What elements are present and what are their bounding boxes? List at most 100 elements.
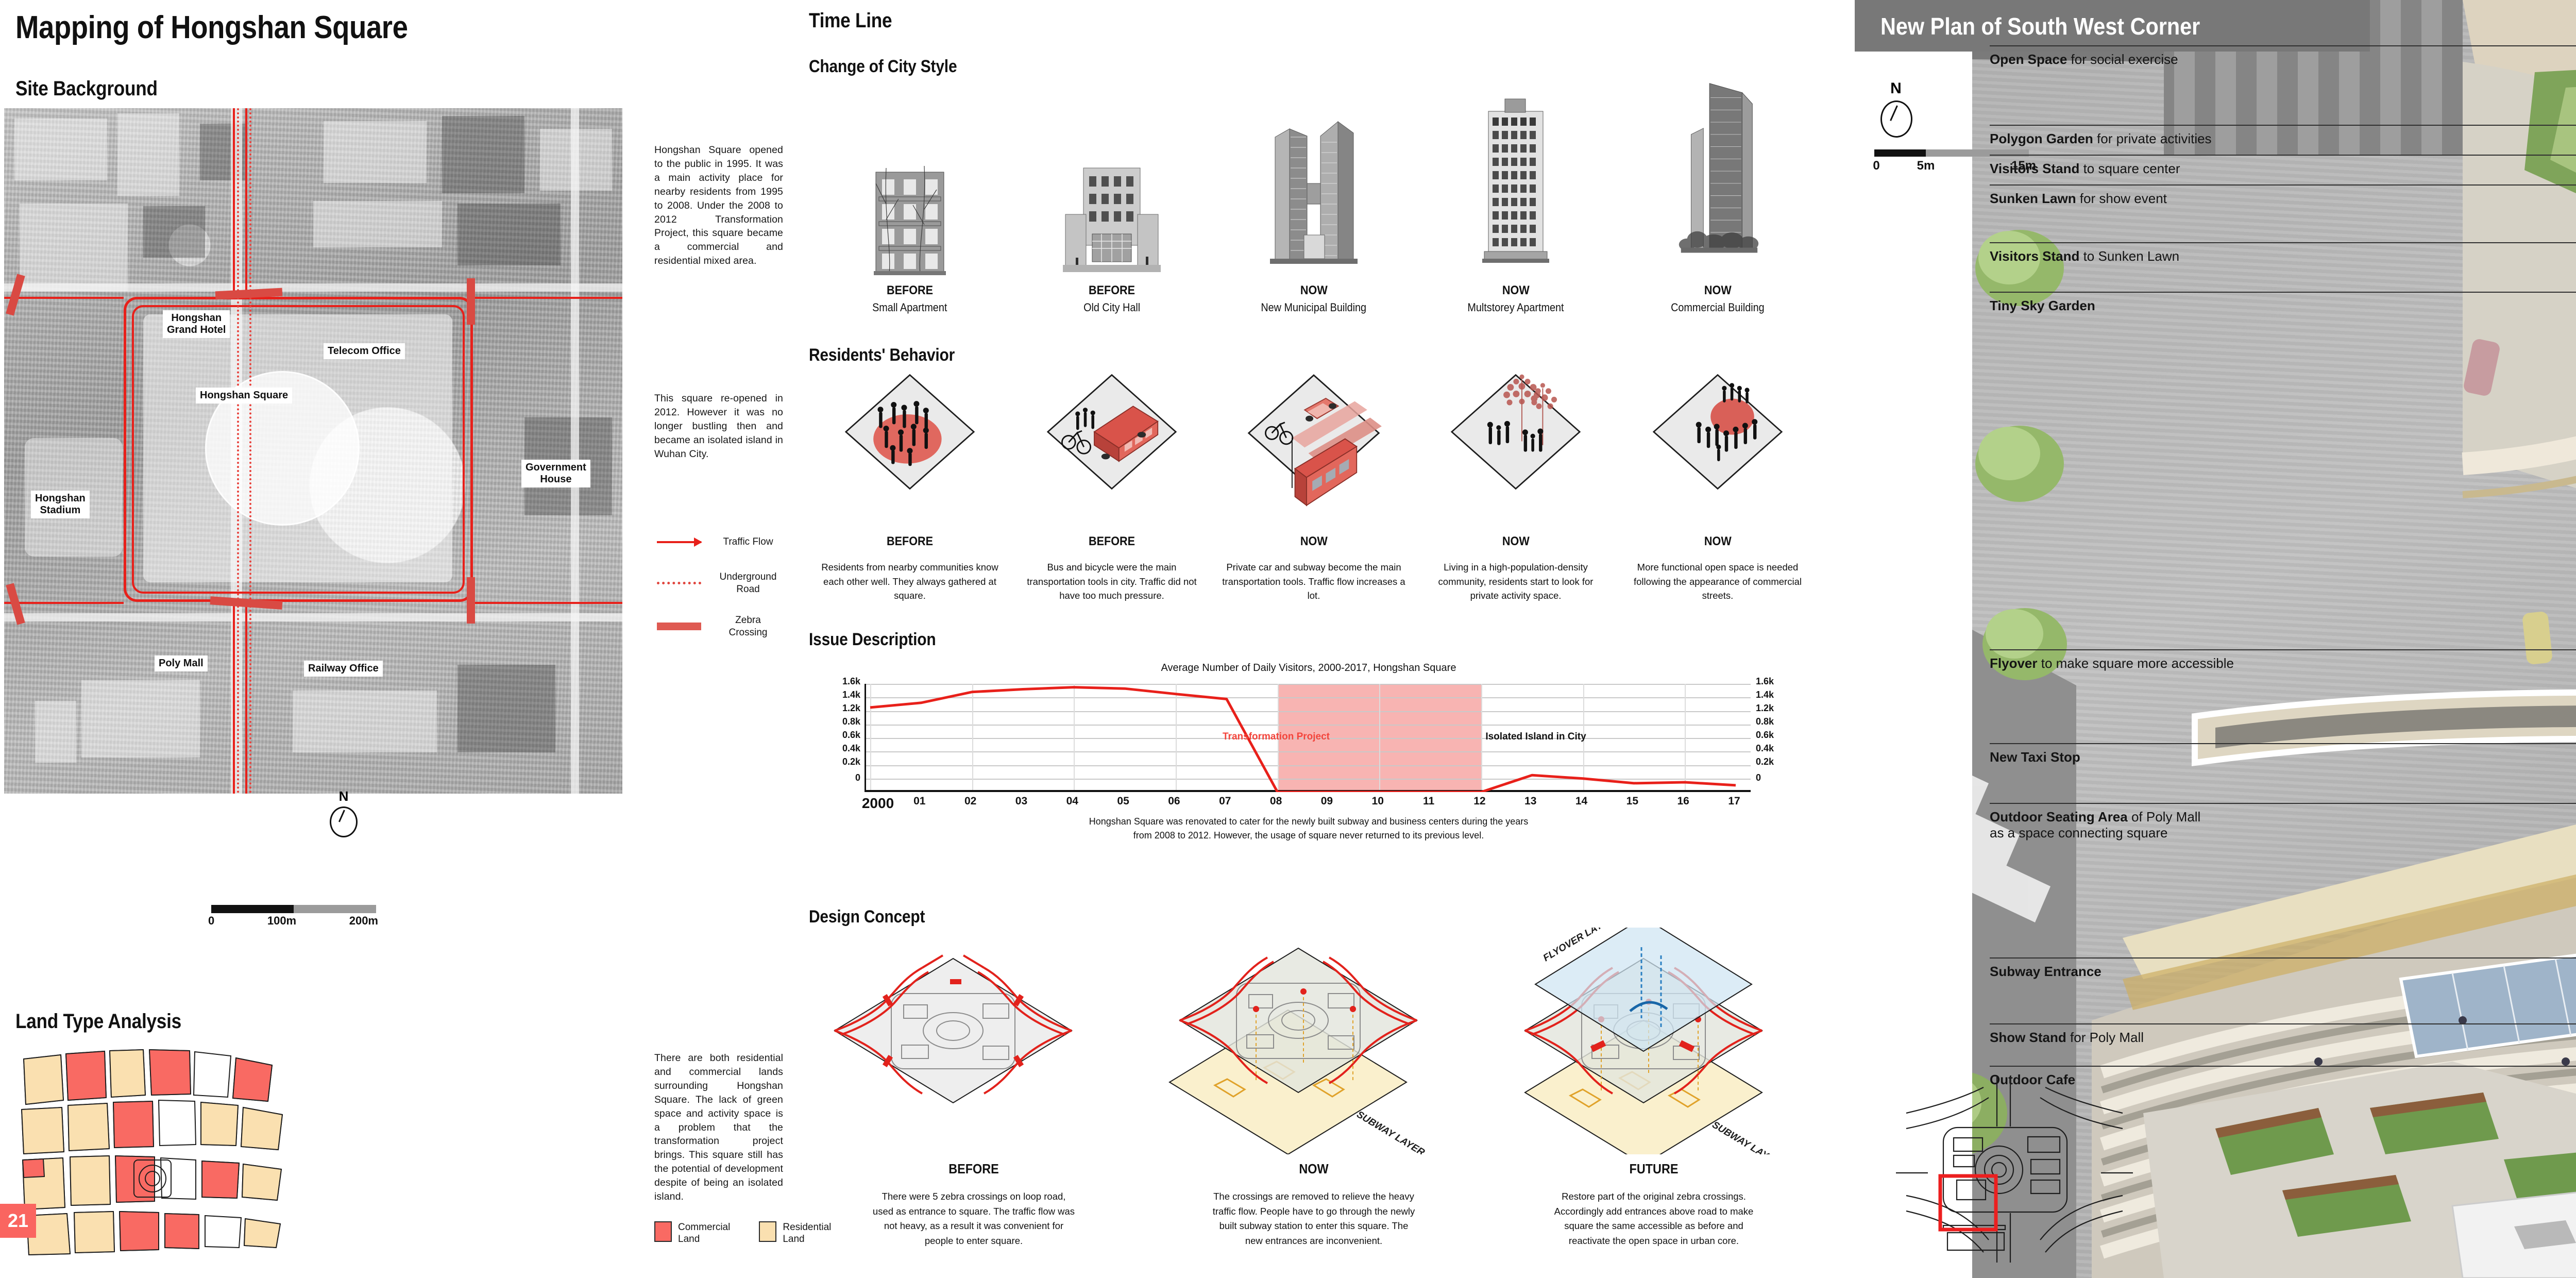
land-type-label-residential: Residential Land [783, 1222, 832, 1245]
land-type-legend-commercial: Commercial Land [654, 1221, 730, 1245]
chart-x-tick: 13 [1524, 795, 1537, 807]
annotation-callout: New Taxi Stop [1990, 743, 2576, 765]
chart-vgridline [1379, 684, 1381, 790]
annotation-label-bold: Outdoor Cafe [1990, 1072, 2076, 1087]
chart-x-tick: 06 [1168, 795, 1180, 807]
chart-x-tick: 05 [1117, 795, 1129, 807]
chart-gridline [866, 711, 1751, 712]
annotation-leader-line [1990, 1023, 2576, 1024]
annotation-label: Subway Entrance [1990, 964, 2102, 980]
chart-vgridline [870, 684, 871, 790]
annotation-leader-line [1990, 242, 2576, 243]
building-photo-new-municipal [1270, 121, 1358, 264]
chart-footnote: Hongshan Square was renovated to cater f… [1089, 816, 1529, 840]
annotation-label-bold: Sunken Lawn [1990, 191, 2076, 206]
city-style-period: BEFORE [1088, 283, 1135, 297]
y-tick: 0.8k [1756, 716, 1774, 727]
design-concept-row: BEFORE There were 5 zebra crossings on l… [809, 913, 1819, 1268]
chart-x-tick: 08 [1269, 795, 1282, 807]
scale-tick-200m: 200m [349, 914, 378, 927]
scale-tick-100m: 100m [267, 914, 297, 927]
transformation-project-band [1277, 684, 1481, 790]
annotation-label: Tiny Sky Garden [1990, 298, 2095, 314]
annotation-label: Sunken Lawn for show event [1990, 191, 2167, 206]
behavior-diagram-bus-bicycle [1046, 374, 1177, 490]
annotation-leader-line [1990, 155, 2576, 156]
chart-x-tick: 03 [1015, 795, 1028, 807]
chart-vgridline [1685, 684, 1686, 790]
y-tick: 0 [1756, 772, 1761, 783]
section-title-site-background: Site Background [15, 77, 158, 100]
underground-road-line-2 [249, 108, 251, 794]
annotation-leader-line [1990, 957, 2576, 959]
zebra-crossing-e2 [467, 577, 475, 624]
city-style-period: BEFORE [886, 283, 933, 297]
concept-period: NOW [1299, 1161, 1329, 1176]
chart-x-tick: 12 [1473, 795, 1486, 807]
annotation-label: Polygon Garden for private activities [1990, 131, 2212, 146]
annotation-label: Show Stand for Poly Mall [1990, 1030, 2144, 1045]
building-photo-commercial [1679, 83, 1759, 253]
chart-vgridline [1481, 684, 1482, 790]
layer-label-subway: SUBWAY LAYER [1710, 1119, 1782, 1154]
zebra-crossing-e [467, 278, 475, 325]
chart-x-tick: 01 [913, 795, 926, 807]
y-tick: 0.2k [842, 756, 860, 767]
legend-zebra-crossing: Zebra Crossing [654, 614, 783, 639]
legend-label-traffic-flow: Traffic Flow [723, 536, 773, 547]
traffic-flow-north [233, 108, 235, 297]
behavior-text: Bus and bicycle were the main transporta… [1027, 561, 1197, 601]
chart-x-tick: 02 [964, 795, 977, 807]
annotation-label-bold: Open Space [1990, 52, 2067, 67]
behavior-item: BEFORE Residents from nearby communities… [809, 361, 1011, 603]
behavior-period: BEFORE [1088, 534, 1135, 548]
city-style-item: BEFORE Old City Hall [1011, 77, 1213, 314]
scale-tick-0: 0 [208, 914, 215, 927]
north-letter-right: N [1890, 80, 1902, 97]
chart-x-tick: 15 [1626, 795, 1639, 807]
site-background-paragraph-1: Hongshan Square opened to the public in … [654, 144, 783, 267]
land-type-legend: Commercial Land Residential Land [654, 1221, 831, 1245]
subsection-title-behavior: Residents' Behavior [809, 345, 955, 365]
annotation-callout: Flyover to make square more accessible [1990, 649, 2576, 671]
title-banner [1855, 0, 2370, 52]
design-concept-item: BEFORE There were 5 zebra crossings on l… [809, 928, 1139, 1249]
annotation-leader-line [1990, 184, 2576, 186]
chart-x-tick: 04 [1066, 795, 1078, 807]
scale-bar-right: 0 5m 15m [1873, 149, 2036, 174]
zebra-crossing-icon [654, 623, 704, 631]
y-tick: 1.4k [842, 690, 860, 700]
legend-label-zebra-crossing: Zebra Crossing [728, 615, 768, 638]
land-type-paragraph: There are both residential and commercia… [654, 1052, 783, 1203]
chart-x-tick: 17 [1728, 795, 1740, 807]
right-board-page-22: New Plan of South West Corner N 0 5m 15m… [1855, 0, 2576, 1278]
concept-text: Restore part of the original zebra cross… [1554, 1191, 1754, 1247]
behavior-text: Living in a high-population-density comm… [1438, 561, 1594, 601]
traffic-loop-inner [132, 305, 465, 594]
annotation-callout: Tiny Sky Garden [1990, 292, 2576, 314]
land-type-map [21, 1049, 283, 1256]
traffic-flow-east [473, 297, 622, 299]
chart-vgridline [972, 684, 973, 790]
scale-tick-15m: 15m [2011, 159, 2037, 173]
behavior-text: Private car and subway become the main t… [1222, 561, 1405, 601]
annotation-leader-line [1990, 803, 2576, 804]
annotation-callout: Visitors Stand to square center [1990, 155, 2576, 177]
compass-icon [330, 806, 358, 837]
legend-traffic-flow: Traffic Flow [654, 536, 783, 548]
scale-bar-left: 0 100m 200m [208, 905, 378, 928]
y-tick: 1.6k [842, 676, 860, 686]
map-label-railway-office: Railway Office [304, 661, 383, 677]
timeline-column: Time Line Change of City Style [809, 0, 1829, 1278]
concept-diagram-now: SUBWAY LAYER [1168, 947, 1427, 1158]
chart-gridline [866, 778, 1751, 780]
north-letter: N [338, 788, 349, 804]
city-style-item: BEFORE Small Apartment [809, 77, 1011, 314]
behavior-period: NOW [1502, 534, 1530, 548]
map-label-government-house: Government House [521, 460, 590, 487]
behavior-diagram-car-subway [1247, 374, 1382, 507]
concept-text: There were 5 zebra crossings on loop roa… [872, 1191, 1075, 1247]
traffic-flow-west [4, 297, 124, 299]
